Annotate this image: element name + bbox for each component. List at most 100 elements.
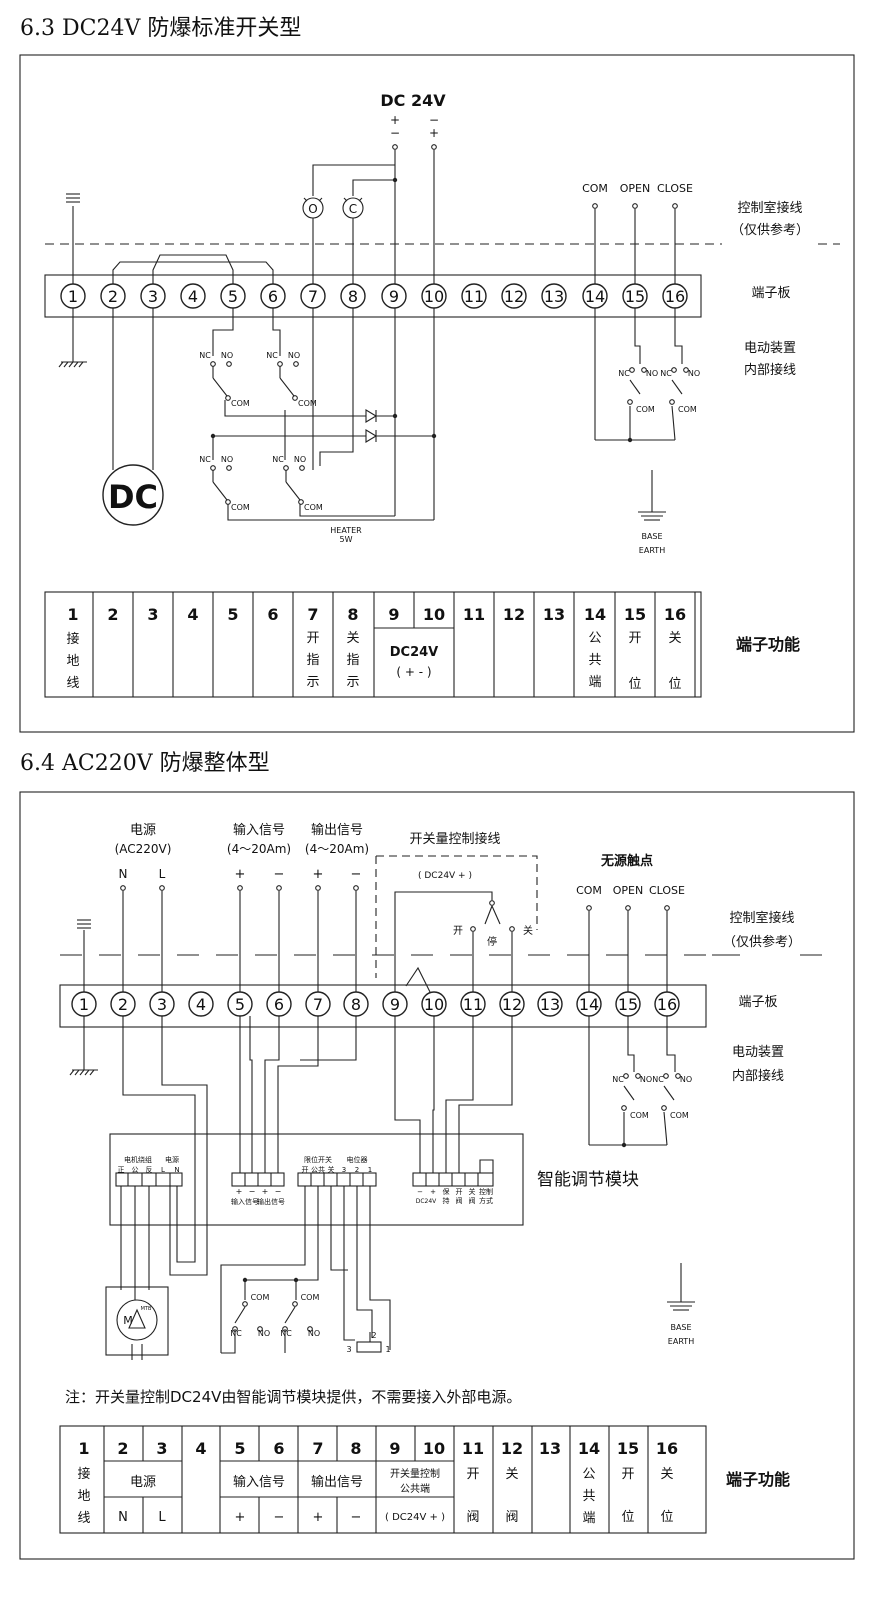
function-text: 开 [621,1467,634,1482]
terminal-point [276,885,282,891]
lamp-letter: C [349,202,357,216]
function-number: 14 [584,605,606,624]
no-label: NO [221,351,233,360]
terminal-strip-6-4 [59,984,707,1028]
signal-sign: + [313,867,324,882]
connector-block [115,1172,183,1187]
no-label: NO [308,1329,320,1338]
terminal-point [392,144,398,150]
function-text: 电源 [130,1475,156,1490]
stop-label: 停 [487,935,497,948]
nc-label: NC [660,369,672,378]
chassis-ground [78,361,84,368]
terminal-number: 13 [544,287,564,306]
module-pin-label: 3 [342,1166,346,1174]
sw-wire [272,308,281,356]
function-number: 2 [107,605,118,624]
terminal-12 [501,283,527,309]
module-pin-label: + [236,1187,243,1196]
terminal-point [641,367,647,373]
terminal-number: 8 [348,287,358,306]
function-text: 端 [588,675,601,690]
sw-wire [674,308,683,364]
power-label: 电源 [130,823,156,838]
function-number: 1 [67,605,78,624]
function-text: ( DC24V + ) [385,1512,445,1523]
power-l-route [161,1016,208,1276]
terminal-point [629,367,635,373]
function-text: 线 [77,1511,90,1526]
function-number: 7 [312,1439,323,1458]
contact-label: CLOSE [657,182,693,195]
function-text: 开 [306,631,319,646]
switch-blade [623,1085,635,1101]
module-text: 电机绕组 [124,1155,152,1164]
switch-blade [212,377,228,397]
lamp-c-feed [352,179,395,196]
switch-blade [212,481,228,501]
com-label: COM [231,399,250,408]
contact-label: OPEN [620,182,650,195]
module-pin-label: 控制 [479,1187,493,1196]
terminal-point [625,905,631,911]
function-text: 输出信号 [311,1474,363,1490]
signal-sign: − [274,867,285,882]
switch-common [394,1016,421,1173]
switch-dc [432,1016,435,1173]
com-label: COM [231,503,250,512]
module-pin-label: 关 [469,1187,476,1196]
terminal-point [635,1073,641,1079]
module-pin-label: 开 [456,1188,463,1196]
function-table-6-4 [59,1425,707,1534]
function-number: 5 [227,605,238,624]
function-text: 示 [306,675,319,690]
terminal-board-label: 端子板 [738,995,777,1010]
chassis-ground [63,361,69,368]
x [300,1016,357,1061]
terminal-number: 10 [424,287,444,306]
function-text: 指 [306,653,319,668]
terminal-point [298,499,304,505]
earth-label: EARTH [639,546,665,555]
module-text: 阀 [456,1196,463,1205]
function-text: 关 [346,631,359,646]
nc-label: NC [266,351,278,360]
pot-wire [369,1186,391,1350]
terminal-11 [461,283,487,309]
supply-sign: − [390,126,400,140]
no-label: NO [294,455,306,464]
function-text: 输入信号 [233,1474,285,1490]
terminal-number: 11 [463,995,483,1014]
function-text: 关 [668,631,681,646]
terminal-number: 9 [390,995,400,1014]
function-number: 12 [501,1439,523,1458]
terminal-point [623,1073,629,1079]
pot-wire [343,1186,355,1341]
function-text: 指 [346,653,359,668]
terminal-number: 15 [618,995,638,1014]
terminal-number: 16 [657,995,677,1014]
nc-label: NC [199,455,211,464]
terminal-number: 14 [585,287,605,306]
chassis-ground [69,1069,75,1076]
terminal-number: 9 [389,287,399,306]
terminal-point [242,1301,248,1307]
terminal-point [210,465,216,471]
function-text: 地 [66,654,79,669]
section-6-3-heading: 6.3 DC24V 防爆标准开关型 [20,16,301,41]
terminal-point [315,885,321,891]
terminal-number: 1 [79,995,89,1014]
lamp-letter: O [308,202,317,216]
terminal-point [159,885,165,891]
function-text: 阀 [466,1510,479,1525]
terminal-number: 16 [665,287,685,306]
switch-blade [279,377,295,397]
terminal-13 [541,283,567,309]
nc-label: NC [199,351,211,360]
terminal-point [664,905,670,911]
wire [221,1329,236,1354]
function-number: 16 [656,1439,678,1458]
switch-blade [484,905,493,925]
control-room-note: （仅供参考） [723,934,801,950]
switch-blade [491,905,501,925]
